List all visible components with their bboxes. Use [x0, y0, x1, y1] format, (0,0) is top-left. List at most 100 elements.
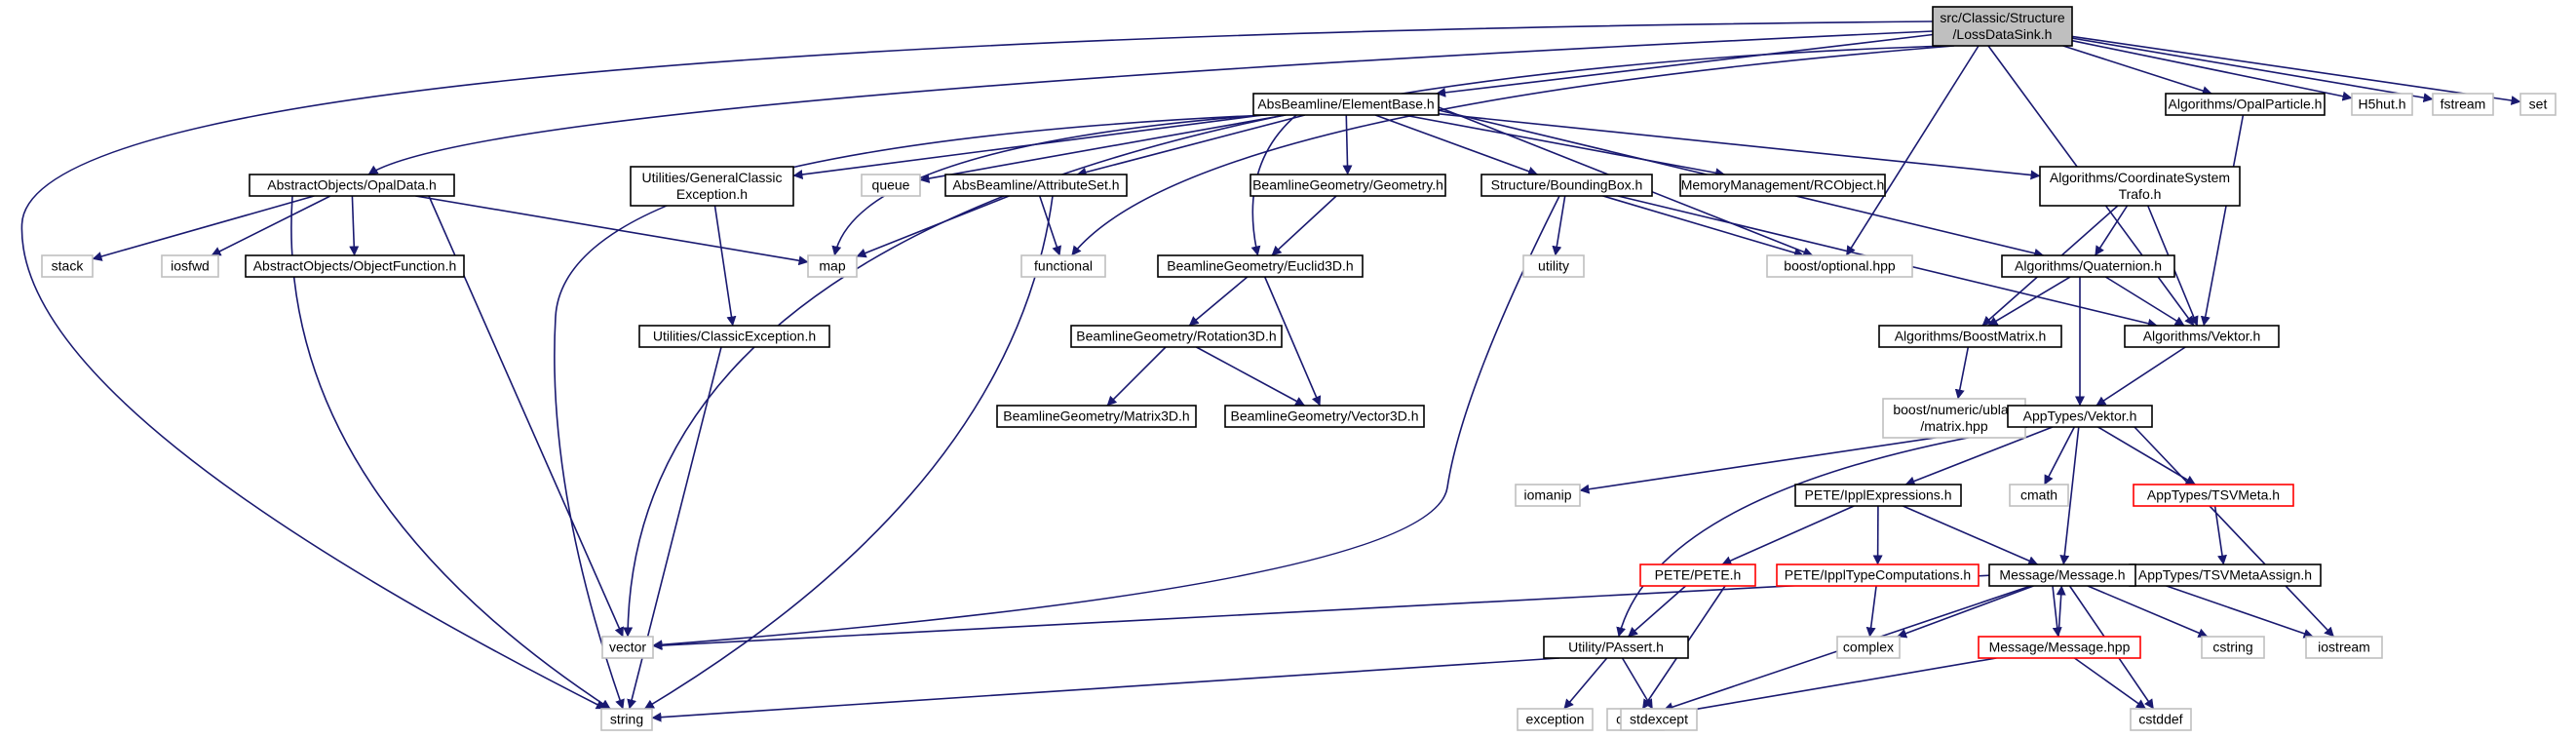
node-box — [638, 325, 830, 348]
node-map: map — [807, 254, 858, 278]
edge-quaternion-to-algvektor — [2104, 276, 2185, 327]
node-cmath: cmath — [2009, 484, 2069, 507]
node-box — [1543, 636, 1689, 659]
node-label: iostream — [2318, 640, 2370, 655]
node-elementbase[interactable]: AbsBeamline/ElementBase.h — [1252, 93, 1440, 116]
node-box — [1794, 484, 1962, 507]
edge-messagehpp-to-message — [2056, 585, 2066, 638]
node-algvektor[interactable]: Algorithms/Vektor.h — [2124, 325, 2280, 348]
nodes-layer: src/Classic/Structure/LossDataSink.hAbsB… — [41, 6, 2557, 731]
node-message[interactable]: Message/Message.h — [1988, 563, 2136, 587]
node-objfunc[interactable]: AbstractObjects/ObjectFunction.h — [245, 254, 465, 278]
node-label: stdexcept — [1630, 712, 1688, 727]
edge-message-to-complex — [1897, 585, 2034, 639]
node-opaldata[interactable]: AbstractObjects/OpalData.h — [249, 174, 455, 197]
node-matrix3d[interactable]: BeamlineGeometry/Matrix3D.h — [996, 405, 1197, 428]
edge-elementbase-to-bbox — [1374, 114, 1538, 176]
edge-algvektor-to-appvektor — [2095, 346, 2186, 407]
node-box — [2007, 405, 2153, 428]
node-box — [2124, 325, 2280, 348]
node-tsvmeta[interactable]: AppTypes/TSVMeta.h — [2133, 484, 2294, 507]
node-label: BeamlineGeometry/Vector3D.h — [1231, 408, 1419, 424]
node-messagehpp[interactable]: Message/Message.hpp — [1978, 636, 2141, 659]
node-box — [1776, 563, 1980, 587]
node-tsvassign[interactable]: AppTypes/TSVMetaAssign.h — [2129, 563, 2322, 587]
node-box — [2432, 93, 2494, 116]
edge-appvektor-to-passert — [1616, 426, 2028, 638]
node-box — [1988, 563, 2136, 587]
node-root[interactable]: src/Classic/Structure/LossDataSink.h — [1932, 6, 2073, 47]
node-box — [2130, 708, 2192, 731]
node-bbox[interactable]: Structure/BoundingBox.h — [1480, 174, 1653, 197]
node-box — [2201, 636, 2265, 659]
node-label: Structure/BoundingBox.h — [1491, 177, 1643, 193]
node-label: BeamlineGeometry/Rotation3D.h — [1076, 329, 1276, 344]
edge-attrset-to-map — [856, 195, 1010, 258]
node-euclid[interactable]: BeamlineGeometry/Euclid3D.h — [1157, 254, 1364, 278]
node-box — [807, 254, 858, 278]
node-h5hut: H5hut.h — [2351, 93, 2413, 116]
node-box — [2351, 93, 2413, 116]
node-ippltype[interactable]: PETE/IpplTypeComputations.h — [1776, 563, 1980, 587]
node-box — [1878, 325, 2062, 348]
node-label: Algorithms/Quaternion.h — [2015, 258, 2162, 274]
node-label: Algorithms/Vektor.h — [2143, 329, 2261, 344]
node-label: stack — [52, 258, 85, 274]
edge-rotation-to-matrix3d — [1106, 346, 1167, 407]
node-label: MemoryManagement/RCObject.h — [1681, 177, 1885, 193]
edge-tsvmeta-to-tsvassign — [2213, 505, 2227, 565]
edge-genexc-to-classicexc — [713, 205, 737, 327]
node-box — [2009, 484, 2069, 507]
edge-ipplexpr-to-message — [1903, 505, 2039, 565]
node-box — [1515, 484, 1581, 507]
node-classicexc[interactable]: Utilities/ClassicException.h — [638, 325, 830, 348]
node-cstring: cstring — [2201, 636, 2265, 659]
node-boostmatrix[interactable]: Algorithms/BoostMatrix.h — [1878, 325, 2062, 348]
edge-root-to-functional — [1071, 45, 1955, 256]
node-label: boost/numeric/ublas — [1893, 402, 2015, 417]
node-box — [601, 636, 654, 659]
node-attrset[interactable]: AbsBeamline/AttributeSet.h — [944, 174, 1128, 197]
node-box — [1252, 93, 1440, 116]
node-label: BeamlineGeometry/Euclid3D.h — [1167, 258, 1353, 274]
edge-appvektor-to-ipplexpr — [1904, 426, 2054, 486]
node-opalparticle[interactable]: Algorithms/OpalParticle.h — [2165, 93, 2326, 116]
edge-bbox-to-vector — [652, 195, 1560, 650]
node-label: cstddef — [2138, 712, 2182, 727]
node-label: Exception.h — [676, 186, 748, 202]
node-appvektor[interactable]: AppTypes/Vektor.h — [2007, 405, 2153, 428]
node-box — [1766, 254, 1913, 278]
edges-layer — [20, 20, 2521, 722]
node-vector3d[interactable]: BeamlineGeometry/Vector3D.h — [1224, 405, 1425, 428]
node-label: fstream — [2441, 97, 2486, 112]
node-label: iomanip — [1523, 487, 1571, 503]
node-box — [944, 174, 1128, 197]
edge-messagehpp-to-cstddef — [2073, 657, 2147, 710]
edge-passert-to-string — [651, 657, 1560, 722]
edge-euclid-to-vector3d — [1263, 276, 1322, 407]
node-box — [630, 166, 794, 207]
node-label: AppTypes/TSVMeta.h — [2147, 487, 2280, 503]
edge-appvektor-to-message — [2059, 426, 2080, 565]
edge-opaldata-to-stack — [92, 195, 315, 261]
node-box — [1679, 174, 1886, 197]
node-rcobject[interactable]: MemoryManagement/RCObject.h — [1679, 174, 1886, 197]
edge-bbox-to-optional — [1602, 195, 1804, 258]
node-quaternion[interactable]: Algorithms/Quaternion.h — [2001, 254, 2175, 278]
node-box — [2165, 93, 2326, 116]
node-iostream: iostream — [2305, 636, 2383, 659]
node-label: PETE/PETE.h — [1655, 567, 1742, 583]
node-geometry[interactable]: BeamlineGeometry/Geometry.h — [1250, 174, 1446, 197]
edge-elementbase-to-map — [831, 114, 1263, 256]
node-pete[interactable]: PETE/PETE.h — [1639, 563, 1756, 587]
node-passert[interactable]: Utility/PAssert.h — [1543, 636, 1689, 659]
node-string: string — [600, 708, 653, 731]
node-label: boost/optional.hpp — [1784, 258, 1896, 274]
edge-root-to-elementbase — [1436, 33, 1934, 97]
node-label: BeamlineGeometry/Matrix3D.h — [1003, 408, 1189, 424]
node-ipplexpr[interactable]: PETE/IpplExpressions.h — [1794, 484, 1962, 507]
node-rotation[interactable]: BeamlineGeometry/Rotation3D.h — [1070, 325, 1283, 348]
